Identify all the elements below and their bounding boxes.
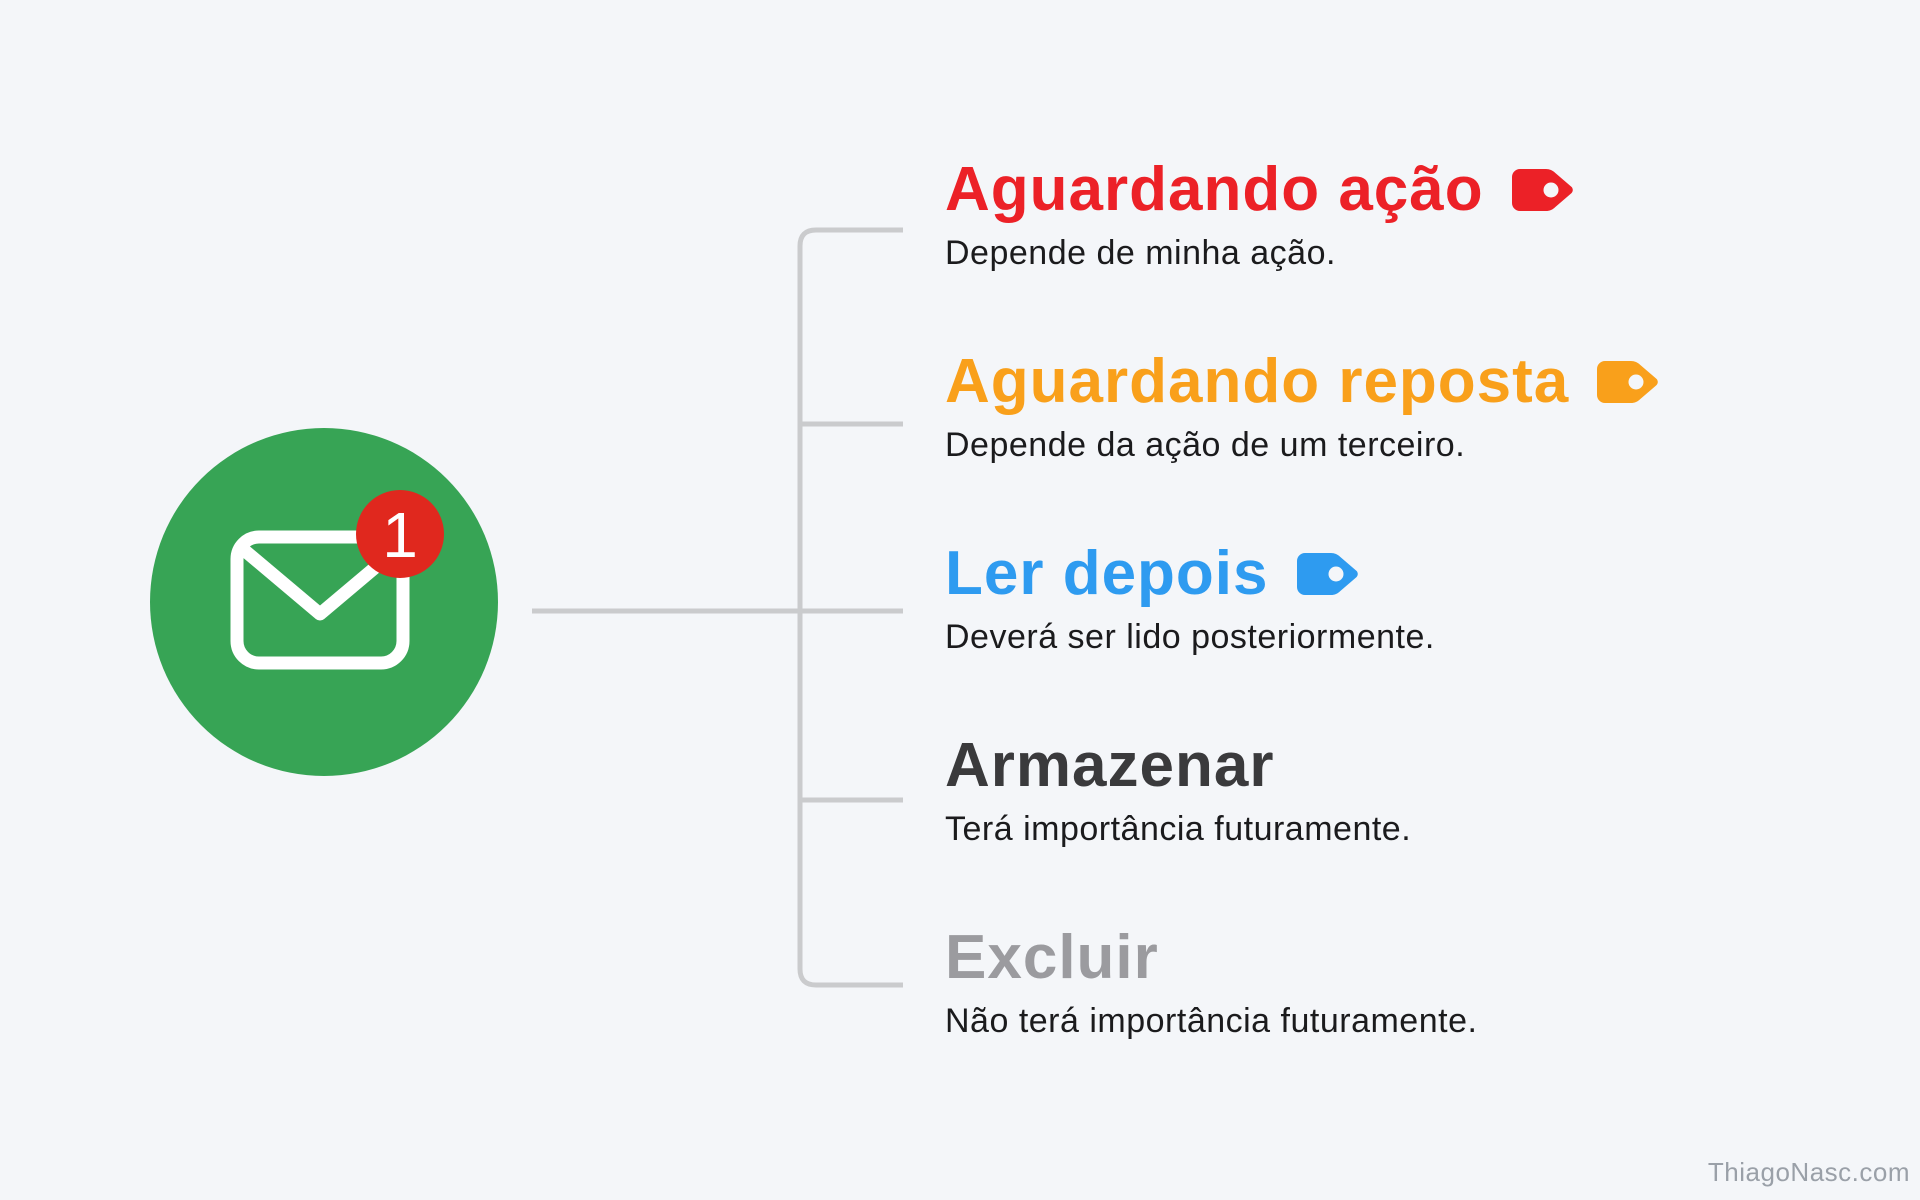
notification-count: 1 <box>382 499 418 571</box>
list-item-ler-depois: Ler depois Deverá ser lido posteriorment… <box>945 541 1435 659</box>
notification-badge <box>356 490 444 578</box>
item-description: Depende da ação de um terceiro. <box>945 426 1466 464</box>
tag-icon <box>1597 361 1659 403</box>
item-description: Não terá importância futuramente. <box>945 1002 1478 1040</box>
bracket-line <box>797 227 903 988</box>
item-title: Ler depois <box>945 539 1269 608</box>
item-title: Aguardando reposta <box>945 347 1570 416</box>
tag-icon <box>1296 553 1358 595</box>
watermark: ThiagoNasc.com <box>1707 1157 1910 1187</box>
list-item-excluir: Excluir Não terá importância futuramente… <box>945 925 1477 1043</box>
item-title: Armazenar <box>945 731 1275 800</box>
envelope-flap <box>237 543 403 621</box>
item-title: Excluir <box>945 923 1159 992</box>
tag-icon <box>1511 169 1573 211</box>
list-item-armazenar: Armazenar Terá importância futuramente. <box>945 733 1411 851</box>
envelope-body <box>230 530 410 670</box>
list-item-aguardando-acao: Aguardando ação Depende de minha ação. <box>945 157 1576 275</box>
item-title: Aguardando ação <box>945 155 1484 224</box>
item-description: Deverá ser lido posteriormente. <box>945 618 1435 656</box>
email-icon: 1 <box>150 428 498 776</box>
item-description: Depende de minha ação. <box>945 234 1336 272</box>
item-description: Terá importância futuramente. <box>945 810 1412 848</box>
list-item-aguardando-reposta: Aguardando reposta Depende da ação de um… <box>945 349 1661 467</box>
